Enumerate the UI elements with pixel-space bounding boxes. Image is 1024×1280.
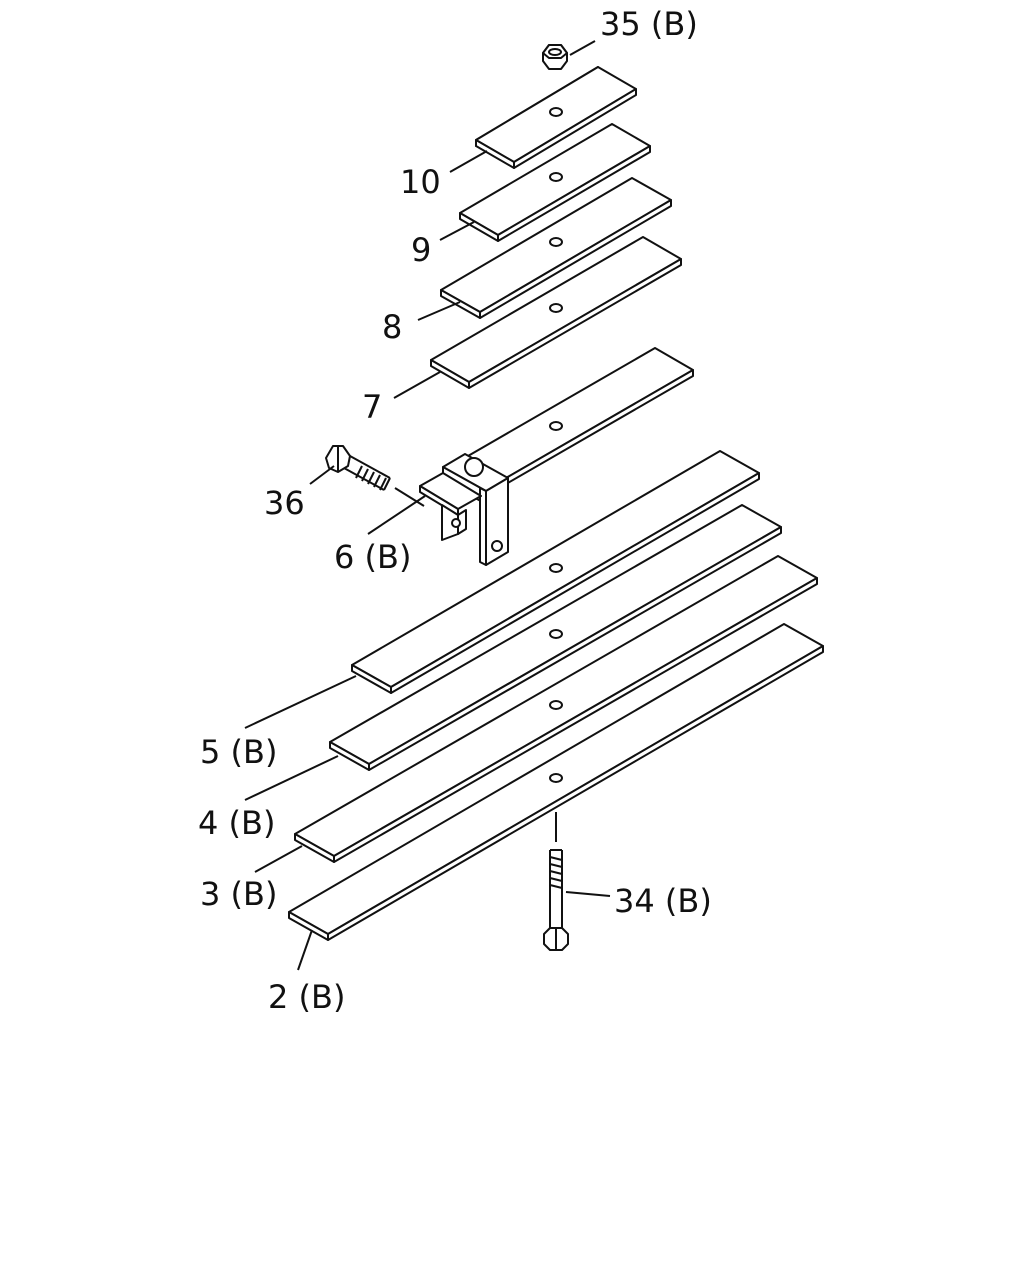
leader-2 xyxy=(297,929,313,971)
leader-35 xyxy=(569,40,596,56)
leaf-10 xyxy=(475,66,637,169)
leader-7 xyxy=(393,371,441,399)
leaf-3 xyxy=(294,555,818,863)
leader-6 xyxy=(367,495,426,535)
leaf-4-center-hole xyxy=(549,629,563,639)
leaf-9 xyxy=(459,123,651,242)
leaf-4 xyxy=(329,504,782,771)
center-bolt-34-icon xyxy=(543,812,569,951)
leader-4 xyxy=(244,755,339,801)
label-8: 8 xyxy=(382,308,402,346)
leader-36 xyxy=(309,465,335,485)
leader-lines xyxy=(244,40,611,971)
leader-5 xyxy=(244,675,357,729)
label-6: 6 (B) xyxy=(334,538,411,576)
leaf-6-center-hole xyxy=(549,421,563,431)
leaf-8 xyxy=(440,177,672,319)
nut-35-icon xyxy=(542,44,568,70)
leader-34 xyxy=(565,891,611,897)
leaf-8-center-hole xyxy=(549,237,563,247)
label-2: 2 (B) xyxy=(268,978,345,1016)
label-36: 36 xyxy=(264,484,305,522)
bracket-hole xyxy=(464,457,484,477)
leaf-10-center-hole xyxy=(549,107,563,117)
bracket-plate-hole xyxy=(491,540,503,552)
shackle-hole xyxy=(451,518,461,528)
leaf-7 xyxy=(430,236,682,389)
leaf-2 xyxy=(288,623,824,941)
leader-10 xyxy=(449,150,488,173)
leaf-2-center-hole xyxy=(549,773,563,783)
leader-8 xyxy=(417,301,461,321)
label-3: 3 (B) xyxy=(200,875,277,913)
label-7: 7 xyxy=(362,388,382,426)
label-10: 10 xyxy=(400,163,441,201)
leaf-6-with-bracket xyxy=(419,347,694,566)
part-labels: 35 (B) 10 9 8 7 36 6 (B) 5 (B) 4 (B) 3 (… xyxy=(198,5,712,1016)
leaf-5-center-hole xyxy=(549,563,563,573)
leaf-7-center-hole xyxy=(549,303,563,313)
label-9: 9 xyxy=(411,231,431,269)
label-5: 5 (B) xyxy=(200,733,277,771)
leaf-9-center-hole xyxy=(549,172,563,182)
label-4: 4 (B) xyxy=(198,804,275,842)
label-35: 35 (B) xyxy=(600,5,698,43)
leaf-5 xyxy=(351,450,760,694)
leaf-3-center-hole xyxy=(549,700,563,710)
bolt-36-icon xyxy=(325,445,425,507)
label-34: 34 (B) xyxy=(614,882,712,920)
leader-3 xyxy=(254,845,303,873)
leader-9 xyxy=(439,221,475,241)
